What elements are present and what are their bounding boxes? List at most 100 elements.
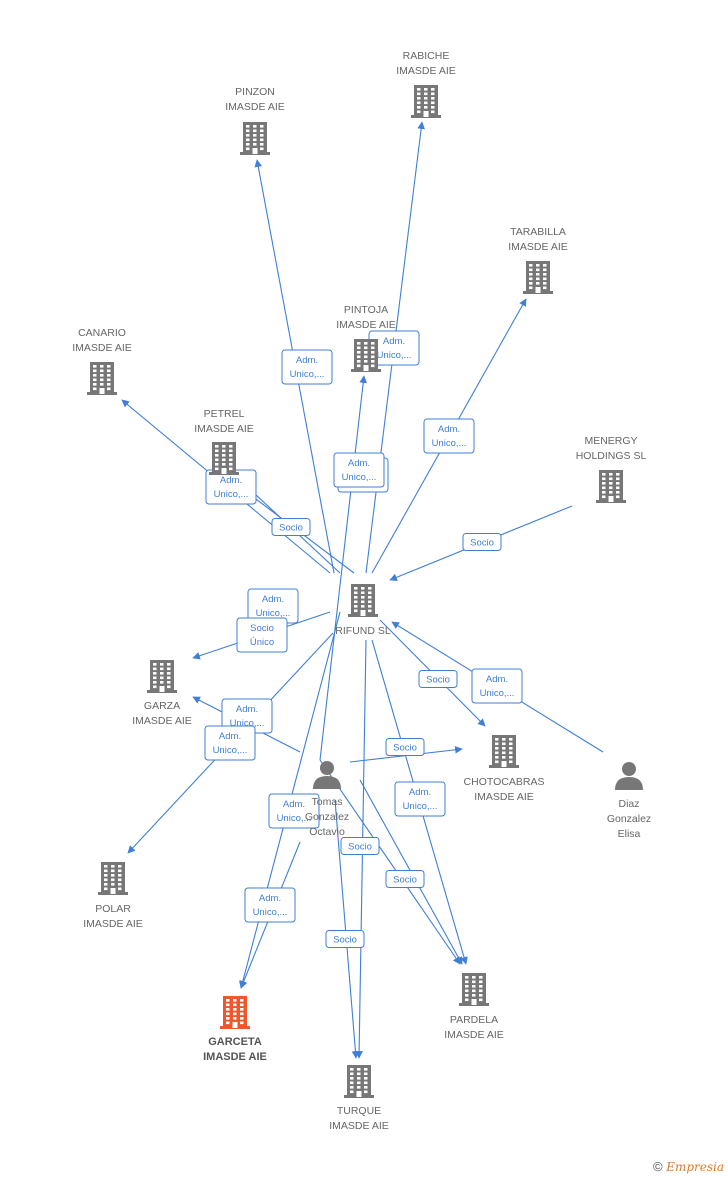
edge-label-text: Unico,... [277,813,312,824]
edge-label-text: Unico,... [432,438,467,449]
edge-label-text: Adm. [236,704,258,715]
edge-label-tomas-to-turque[interactable]: Socio [325,930,365,948]
node-label: IMASDE AIE [336,319,396,331]
building-icon [489,735,519,768]
person-icon [615,762,643,790]
edge-label-text: Unico,... [480,688,515,699]
node-label: TARABILLA [510,226,566,238]
node-label: POLAR [95,903,131,915]
edge-label-diaz-to-rifund[interactable]: Adm.Unico,... [204,725,256,761]
edge-label-text: Unico,... [214,489,249,500]
node-label: Elisa [618,828,641,840]
edge-tomas-to-turque [334,799,360,1059]
node-label: IMASDE AIE [83,918,143,930]
edge-labels-layer: Adm. Unico,... Adm. Unico,... Adm. Unico,... A… [204,330,523,948]
building-icon [351,339,381,372]
node-label: IMASDE AIE [203,1051,267,1063]
edge-label-text: Unico,... [253,907,288,918]
edge-label-text: Adm. [383,336,405,347]
node-label: RABICHE [403,50,450,62]
edge-label-rifund-to-pardela[interactable]: Socio [385,870,425,888]
building-icon [459,973,489,1006]
edge-tomas-to-pintoja [319,375,368,761]
edge-label-box [385,738,425,756]
edge-label-tomas-to-petrel[interactable]: Adm.Unico,... [247,588,299,624]
person-icon [313,761,341,789]
edge-label-box [281,349,333,385]
edge-label-text: Único [250,637,274,648]
node-label: Diaz [618,798,639,810]
building-icon [523,261,553,294]
edge-label-text: Socio [393,875,417,886]
building-icon [240,122,270,155]
node-label: Tomas [312,796,343,808]
node-label: CHOTOCABRAS [464,776,545,788]
edge-label-rifund-to-turque[interactable]: Adm.Unico,... [333,452,385,488]
edge-label-text: Socio [393,743,417,754]
node-polar[interactable]: POLAR IMASDE AIE [83,862,143,930]
node-tarabilla[interactable]: TARABILLA IMASDE AIE [508,226,568,294]
building-icon [348,584,378,617]
edge-label-text: Unico,... [377,350,412,361]
edge-label-text: Socio [348,842,372,853]
node-chotocabras[interactable]: CHOTOCABRAS IMASDE AIE [464,735,545,803]
edge-label-text: Unico,... [256,608,291,619]
node-label: TURQUE [337,1105,381,1117]
edge-label-tomas-to-pardela[interactable]: Adm.Unico,... [394,781,446,817]
edge-label-box [333,452,385,488]
edge-label-rifund-to-polar[interactable]: Adm.Unico,... [268,793,320,829]
node-label: IMASDE AIE [508,241,568,253]
edge-label-rifund-to-garceta[interactable]: Adm. Unico,... [244,887,296,923]
edge-label-tomas-to-canario[interactable]: Adm. Unico,... [205,469,257,505]
node-label: Gonzalez [607,813,651,825]
building-icon [209,442,239,475]
edge-label-text: Socio [470,538,494,549]
node-label: Octavio [309,826,345,838]
node-label: RIFUND SL [335,625,391,637]
edge-label-text: Socio [333,935,357,946]
edge-label-rifund-to-petrel[interactable]: Socio [462,533,502,551]
edge-tomas-to-garceta [319,759,461,965]
node-label: IMASDE AIE [444,1029,504,1041]
edge-label-text: Unico,... [230,718,265,729]
building-icon [344,1065,374,1098]
node-label: IMASDE AIE [225,101,285,113]
node-pardela[interactable]: PARDELA IMASDE AIE [444,973,504,1041]
node-label: IMASDE AIE [474,791,534,803]
edge-label-text: Unico,... [290,369,325,380]
edge-label-text: Adm. [220,475,242,486]
node-label: IMASDE AIE [194,423,254,435]
edge-label-text: Adm. [259,893,281,904]
node-label: PARDELA [450,1014,498,1026]
edge-label-rifund-to-garza[interactable]: Socio [385,738,425,756]
edge-label-tomas-to-garceta[interactable]: Socio [340,837,380,855]
edge-label-text: Unico,... [213,745,248,756]
edge-label-box [244,887,296,923]
edge-label-tomas-to-tarabilla[interactable]: Adm.Unico,... [423,418,475,454]
edge-label-tomas-to-pinzon[interactable]: Adm.Unico,... [281,349,333,385]
node-label: MENERGY [584,435,637,447]
edge-label-text: Socio [426,675,450,686]
edge-label-box [268,793,320,829]
node-rifund[interactable]: RIFUND SL [335,584,391,637]
edge-label-box [340,837,380,855]
building-icon [596,470,626,503]
edge-label-text: Unico,... [342,472,377,483]
edge-label-rifund-to-pintoja[interactable]: Socio [271,518,311,536]
brand-logo: Empresia [666,1160,724,1174]
edge-label-rifund-to-chotocabras[interactable]: Adm.Unico,... [471,668,523,704]
edge-label-text: Socio [279,523,303,534]
edge-label-tomas-to-chotocabras[interactable]: Socio [418,670,458,688]
